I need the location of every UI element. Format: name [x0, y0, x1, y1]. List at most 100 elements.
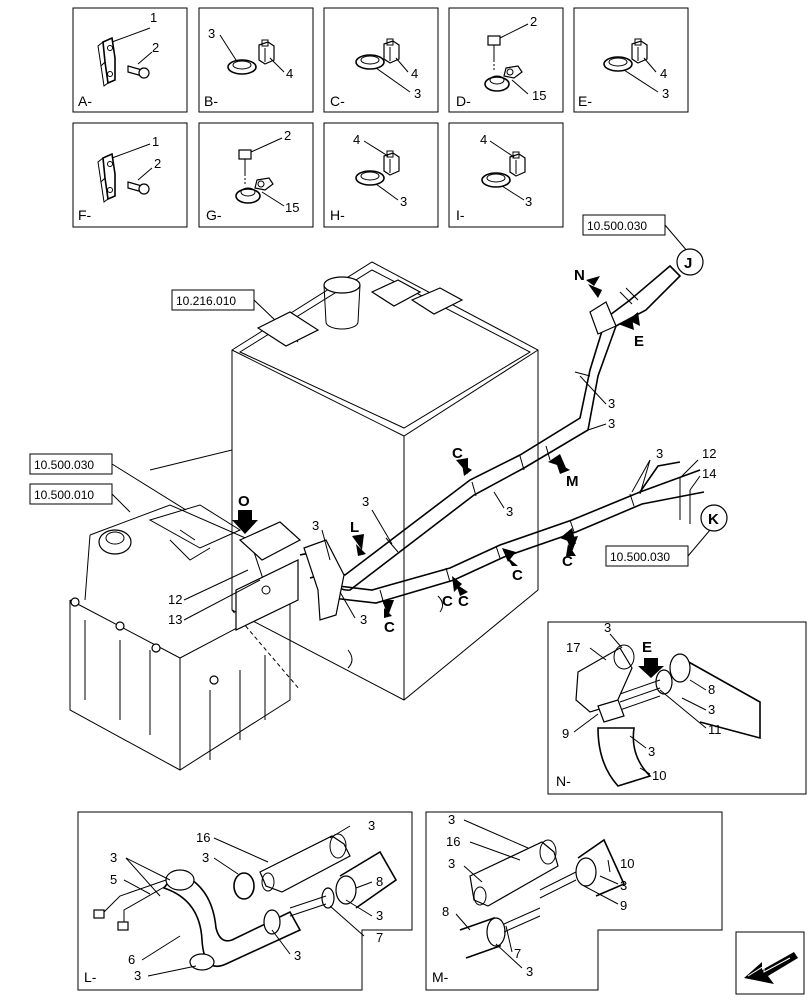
bolt-illustration — [238, 149, 252, 186]
callout-17: 17 — [566, 640, 580, 655]
elbow-hose-illustration — [597, 699, 652, 787]
detail-panel-g: 2 15 G- — [198, 122, 314, 228]
detail-panel-l: 3 5 6 3 16 3 3 8 3 7 3 L- — [77, 811, 413, 991]
svg-text:J: J — [684, 255, 692, 272]
lower-hose-illustration — [459, 907, 541, 959]
connector-j: J — [676, 248, 704, 276]
clip-illustration — [383, 150, 400, 176]
callout-3: 3 — [400, 194, 407, 209]
callout-3: 3 — [134, 968, 141, 983]
elbow-hose-illustration — [162, 869, 302, 971]
battery-block — [69, 504, 302, 771]
view-arrow-n: N — [574, 267, 602, 298]
svg-text:C: C — [562, 553, 573, 570]
view-arrow-e: E — [642, 639, 652, 656]
view-arrow-l: L — [350, 519, 366, 556]
svg-text:C: C — [512, 567, 523, 584]
callout-3: 3 — [708, 702, 715, 717]
callout-8: 8 — [376, 874, 383, 889]
callout-3: 3 — [360, 612, 367, 627]
detail-panel-h: 4 3 H- — [323, 122, 439, 228]
callout-4: 4 — [353, 132, 360, 147]
boot-illustration — [469, 839, 559, 907]
navigation-arrow-icon[interactable] — [735, 931, 805, 995]
bracket-illustration — [97, 36, 116, 87]
view-arrow-e: E — [618, 312, 644, 350]
detail-label-g: G- — [206, 207, 222, 223]
callout-16: 16 — [196, 830, 210, 845]
callout-3: 3 — [376, 908, 383, 923]
view-arrow-c2: C — [502, 548, 523, 584]
bolt-illustration — [127, 181, 150, 195]
svg-text:O: O — [238, 493, 250, 510]
callout-12: 12 — [168, 592, 182, 607]
callout-4: 4 — [480, 132, 487, 147]
boot-illustration — [575, 644, 635, 713]
detail-label-n: N- — [556, 773, 571, 789]
detail-label-m: M- — [432, 969, 449, 985]
detail-panel-i: 4 3 I- — [448, 122, 564, 228]
fuel-tank — [149, 261, 539, 701]
callout-1: 1 — [150, 10, 157, 25]
callout-9: 9 — [620, 898, 627, 913]
clip-illustration — [383, 38, 400, 64]
svg-text:10.500.030: 10.500.030 — [610, 550, 670, 564]
callout-2: 2 — [530, 14, 537, 29]
detail-panel-a: 1 2 A- — [72, 7, 188, 113]
callout-3: 3 — [368, 818, 375, 833]
detail-label-d: D- — [456, 93, 471, 109]
callout-9: 9 — [562, 726, 569, 741]
svg-text:C: C — [452, 445, 463, 462]
callout-3: 3 — [506, 504, 513, 519]
clamp-ring-illustration — [227, 59, 257, 75]
callout-15: 15 — [532, 88, 546, 103]
callout-8: 8 — [708, 682, 715, 697]
callout-3: 3 — [608, 416, 615, 431]
callout-6: 6 — [128, 952, 135, 967]
callout-3: 3 — [608, 396, 615, 411]
detail-panel-n: E 17 3 8 3 11 9 3 10 N- — [547, 620, 807, 795]
detail-label-i: I- — [456, 207, 465, 223]
detail-label-f: F- — [78, 207, 92, 223]
hose-end-illustration — [539, 838, 626, 899]
detail-panel-e: 4 3 E- — [573, 7, 689, 113]
detail-label-e: E- — [578, 93, 592, 109]
svg-text:10.500.010: 10.500.010 — [34, 488, 94, 502]
bolt-illustration — [127, 65, 150, 79]
clip-illustration — [631, 38, 648, 64]
svg-text:10.216.010: 10.216.010 — [176, 294, 236, 308]
callout-5: 5 — [110, 872, 117, 887]
callout-7: 7 — [376, 930, 383, 945]
callout-7: 7 — [514, 946, 521, 961]
detail-panel-b: 3 4 B- — [198, 7, 314, 113]
connector-illustration — [93, 879, 167, 931]
view-arrow-o: O — [232, 493, 258, 534]
svg-text:E: E — [634, 333, 644, 350]
svg-text:10.500.030: 10.500.030 — [34, 458, 94, 472]
bracket-illustration — [97, 152, 116, 203]
callout-3: 3 — [620, 878, 627, 893]
svg-text:M: M — [566, 473, 579, 490]
callout-16: 16 — [446, 834, 460, 849]
callout-3: 3 — [604, 620, 611, 635]
bolt-illustration — [487, 35, 501, 72]
callout-3: 3 — [294, 948, 301, 963]
detail-panel-f: 1 2 F- — [72, 122, 188, 228]
svg-text:C: C — [384, 619, 395, 636]
detail-panel-m: 3 16 3 10 3 9 8 7 3 M- — [425, 811, 723, 991]
hose-end-illustration — [619, 653, 761, 740]
callout-3: 3 — [312, 518, 319, 533]
clamp-ring-illustration — [233, 872, 255, 900]
boot-illustration — [259, 833, 351, 893]
view-arrow-c6: C — [442, 528, 576, 610]
callout-2: 2 — [152, 40, 159, 55]
callout-15: 15 — [285, 200, 299, 215]
clip-illustration — [509, 151, 526, 177]
callout-3: 3 — [208, 26, 215, 41]
callout-3: 3 — [202, 850, 209, 865]
clamp-ring-illustration — [481, 172, 511, 188]
callout-12: 12 — [702, 446, 716, 461]
clamp-ring-illustration — [603, 56, 633, 72]
hose-end-illustration — [289, 850, 398, 917]
